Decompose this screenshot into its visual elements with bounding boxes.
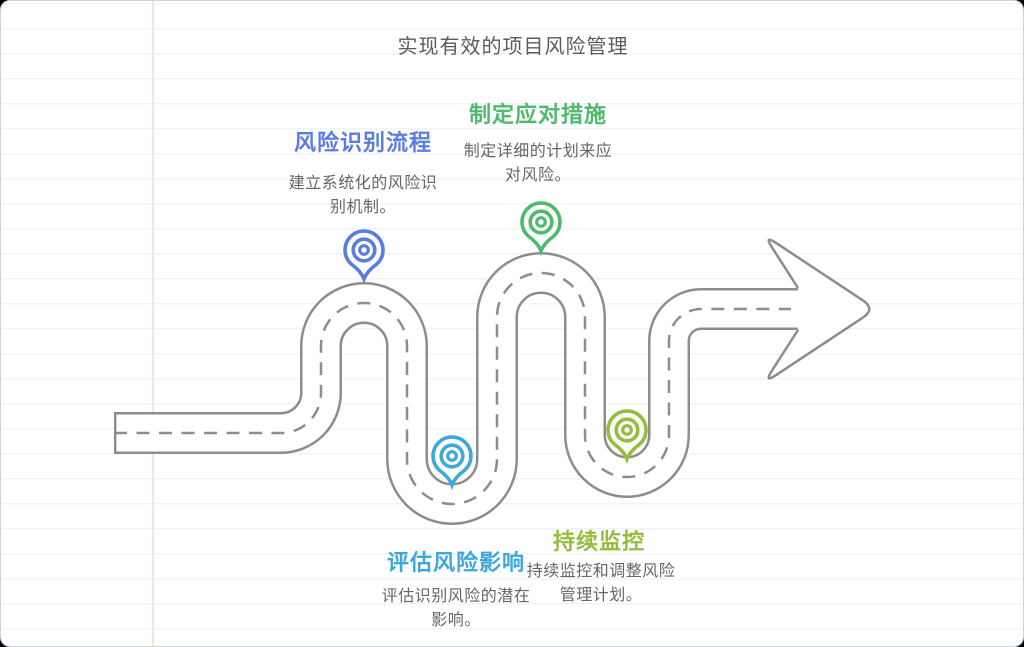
step-title-response-measures: 制定应对措施 bbox=[468, 102, 607, 127]
notebook-margin-line bbox=[152, 1, 154, 646]
step-description-response-measures: 制定详细的计划来应对风险。 bbox=[463, 143, 613, 184]
cyan-location-pin-icon bbox=[431, 435, 473, 491]
step-description-continuous-monitoring: 持续监控和调整风险管理计划。 bbox=[526, 563, 676, 604]
page-title: 实现有效的项目风险管理 bbox=[397, 36, 629, 58]
road-center-dashed-line bbox=[114, 271, 791, 506]
step-description-risk-identification: 建立系统化的风险识别机制。 bbox=[288, 175, 438, 216]
step-title-risk-identification: 风险识别流程 bbox=[293, 130, 432, 155]
step-title-impact-assessment: 评估风险影响 bbox=[386, 550, 525, 575]
step-description-impact-assessment: 评估识别风险的潜在影响。 bbox=[381, 588, 531, 629]
green-location-pin-icon bbox=[520, 201, 562, 257]
blue-location-pin-icon bbox=[343, 229, 385, 285]
road-arrow-icon bbox=[767, 238, 871, 380]
step-title-continuous-monitoring: 持续监控 bbox=[552, 529, 645, 554]
lime-location-pin-icon bbox=[606, 409, 648, 465]
road-group bbox=[114, 238, 871, 525]
